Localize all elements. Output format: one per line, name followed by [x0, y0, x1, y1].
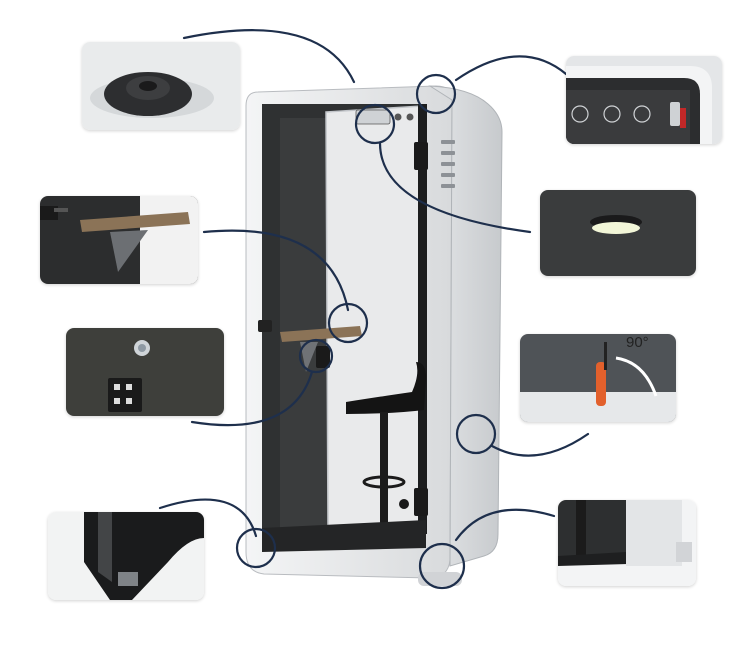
- ceiling-light-detail-card: [540, 190, 696, 276]
- booth-floor: [262, 520, 426, 552]
- hinge-latch-detail-card: [520, 334, 676, 422]
- edge-seal-detail-card: [48, 512, 204, 600]
- power-icon: [633, 105, 651, 123]
- angle-label: 90°: [626, 334, 649, 351]
- power-outlet-detail-card: [66, 328, 224, 416]
- base-corner-detail-card: [558, 500, 696, 586]
- control-panel: [355, 109, 391, 125]
- glass-door: [325, 105, 427, 533]
- desk-shelf-detail-card: [40, 196, 198, 284]
- light-icon: [603, 105, 621, 123]
- fan-icon: [571, 105, 589, 123]
- caster-detail-card: [82, 42, 240, 130]
- control-panel-detail-card: [566, 56, 722, 144]
- cable-icon: [670, 102, 680, 126]
